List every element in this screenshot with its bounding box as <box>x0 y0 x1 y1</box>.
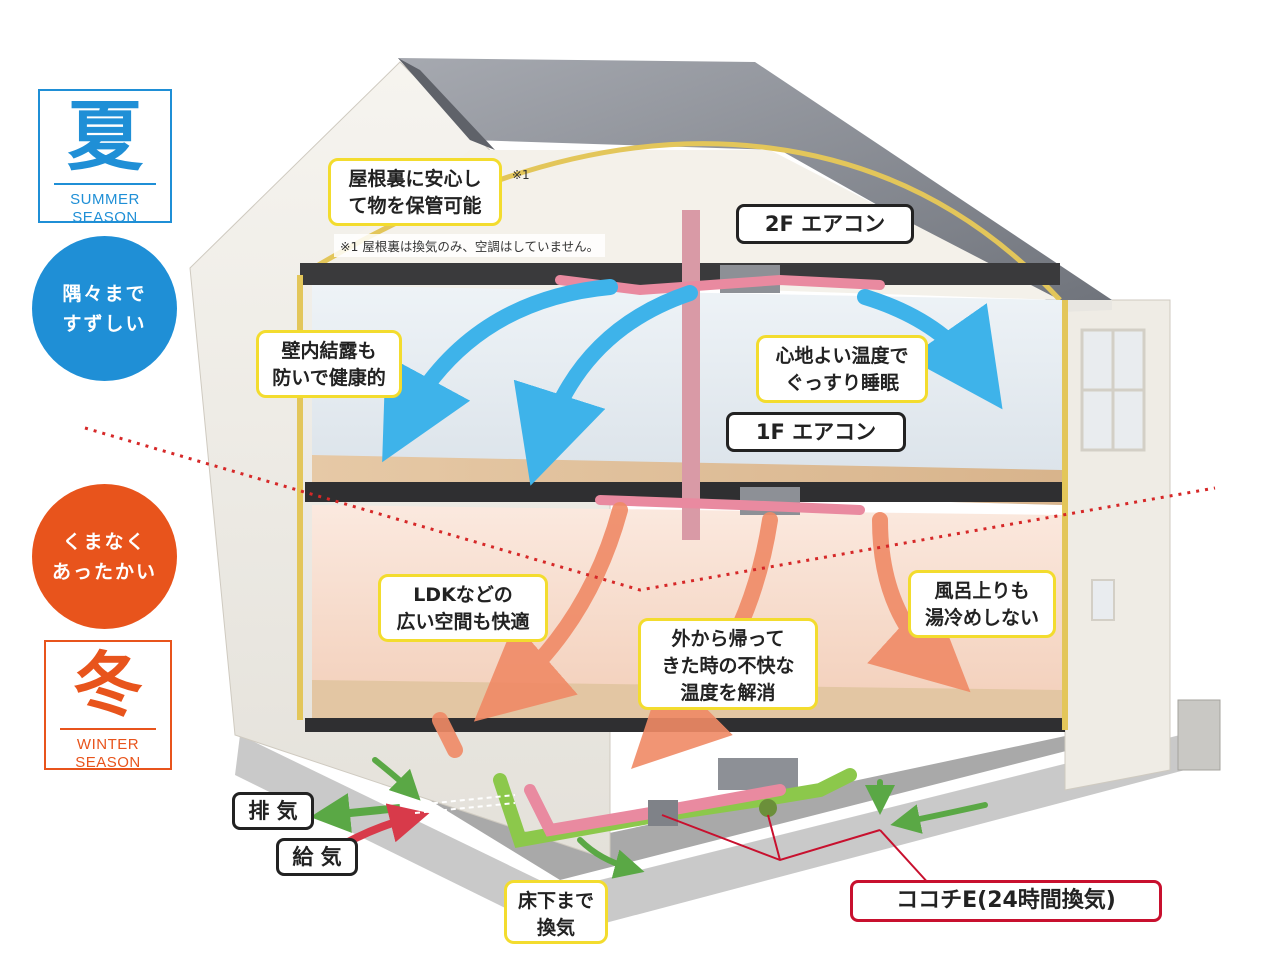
callout-attic-storage: 屋根裏に安心し て物を保管可能 <box>328 158 502 226</box>
tag-exhaust: 排 気 <box>232 792 314 830</box>
summer-kanji: 夏 <box>67 92 143 181</box>
summer-circle-line2: すずしい <box>62 312 147 335</box>
cool-airflow-arrows <box>382 279 1003 486</box>
tag-ac-1f: 1F エアコン <box>726 412 906 452</box>
callout-wall-condensation: 壁内結露も 防いで健康的 <box>256 330 402 398</box>
callout-ldk-comfort: LDKなどの 広い空間も快適 <box>378 574 548 642</box>
underfloor-unit <box>718 758 798 790</box>
underfloor-circulation-arrows <box>372 757 988 879</box>
right-facade-windows <box>1080 328 1146 621</box>
winter-circle-line1: くまなく <box>62 530 147 553</box>
callout-return-home: 外から帰って きた時の不快な 温度を解消 <box>638 618 818 710</box>
duct-underfloor-pink <box>524 784 786 837</box>
winter-en-line2: SEASON <box>75 754 141 771</box>
vertical-duct <box>682 210 700 540</box>
attic-footnote-mark: ※1 <box>512 168 530 182</box>
tag-product-cocochi-e: ココチE(24時間換気) <box>850 880 1162 922</box>
callout-underfloor-ventilation: 床下まで 換気 <box>504 880 608 944</box>
summer-en-line2: SEASON <box>72 209 138 226</box>
winter-circle-line2: あったかい <box>51 560 157 583</box>
winter-kanji: 冬 <box>73 644 143 726</box>
roof <box>398 58 1112 308</box>
summer-benefit-circle: 隅々まで すずしい <box>32 236 177 381</box>
season-divider <box>84 426 1216 592</box>
crawlspace-floor <box>315 715 1070 880</box>
attic-floor-slab <box>300 263 1060 285</box>
tag-ac-2f: 2F エアコン <box>736 204 914 244</box>
foundation-slab <box>235 735 1185 935</box>
callout-bedroom-sleep: 心地よい温度で ぐっすり睡眠 <box>756 335 928 403</box>
summer-season-badge: 夏 SUMMER SEASON <box>38 89 172 226</box>
roof-fascia <box>1060 300 1112 312</box>
tag-supply: 給 気 <box>276 838 358 876</box>
outdoor-unit <box>1177 699 1221 771</box>
callout-bath-warmth: 風呂上りも 湯冷めしない <box>908 570 1056 638</box>
cocochi-unit <box>648 800 678 826</box>
duct-1f-pink <box>595 495 865 515</box>
attic-footnote: ※1 屋根裏は換気のみ、空調はしていません。 <box>334 234 606 257</box>
winter-en-line1: WINTER <box>76 736 140 753</box>
summer-circle-line1: 隅々まで <box>62 282 147 305</box>
roof-edge <box>398 58 495 150</box>
winter-benefit-circle: くまなく あったかい <box>32 484 177 629</box>
winter-season-badge: 冬 WINTER SEASON <box>44 640 172 771</box>
summer-en-line1: SUMMER <box>70 191 140 208</box>
